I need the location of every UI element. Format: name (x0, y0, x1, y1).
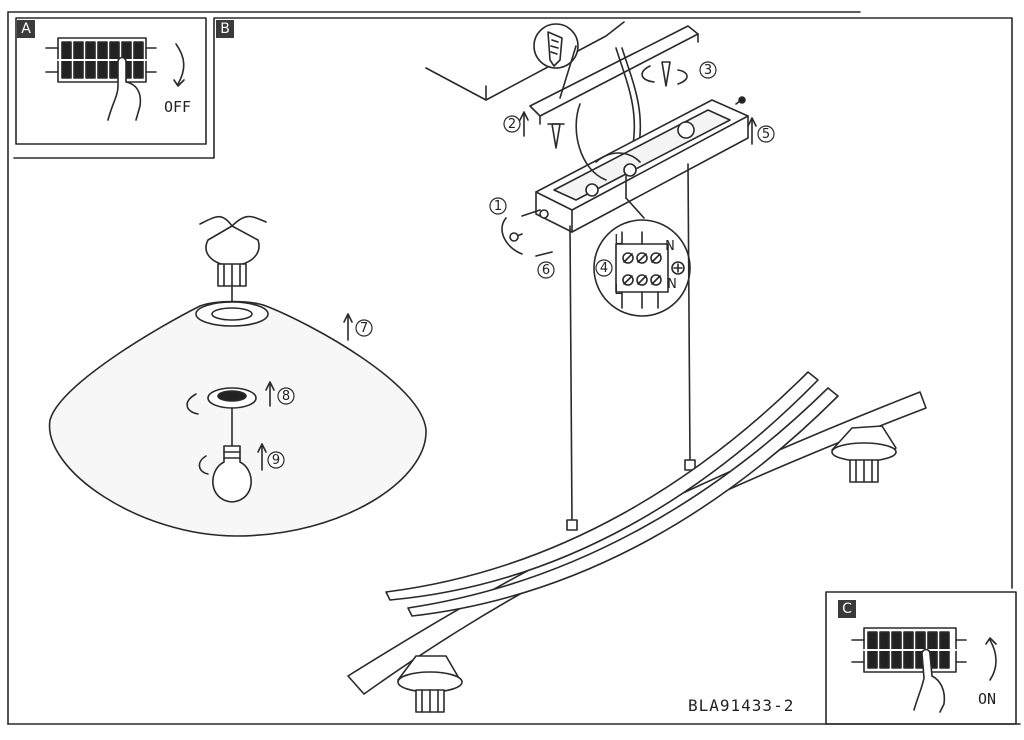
cable (615, 47, 636, 151)
frame-lines (7, 11, 1021, 725)
breaker-switches (57, 41, 147, 79)
panel-a-breaker-off (45, 37, 185, 121)
ground-icon (671, 261, 685, 275)
ceiling-mount (425, 21, 699, 151)
canopy-box (501, 96, 749, 257)
rotate-arrow-icon (175, 43, 185, 85)
panel-a-tag: A (17, 20, 35, 38)
suspension-wires (566, 163, 696, 531)
hand-icon (107, 56, 142, 121)
terminal-top-left: L (614, 233, 622, 248)
step-5: 5 (762, 127, 770, 142)
on-label: ON (978, 690, 997, 708)
step-1: 1 (494, 199, 502, 214)
glass-shade (48, 300, 427, 537)
rotate-arrow-icon (989, 639, 997, 681)
step-7: 7 (360, 321, 368, 336)
cable (575, 103, 607, 181)
fixture-arm (407, 387, 839, 617)
fixture-shade-right (831, 425, 897, 483)
step-markers: 1 2 3 4 5 6 7 8 9 (267, 61, 775, 469)
glass-shade-assembly (48, 215, 427, 537)
screw-icon (551, 123, 561, 149)
step-3: 3 (704, 63, 712, 78)
step-4: 4 (600, 261, 608, 276)
rotate-arrow-icon (501, 217, 523, 255)
step-6: 6 (542, 263, 550, 278)
terminal-bottom-right: N (667, 277, 677, 292)
socket-cap (205, 225, 260, 267)
rotate-arrow-icon (186, 393, 199, 415)
wall-plug-icon (547, 31, 563, 67)
step-9: 9 (272, 453, 280, 468)
terminal-top-right: N (665, 239, 675, 254)
fixture-shade-left (397, 655, 463, 713)
fixture-arms (347, 371, 927, 695)
terminal-labels: L N L N (614, 233, 676, 298)
fixture-arm (385, 371, 819, 601)
panel-b-tag: B (216, 20, 234, 38)
part-code: BLA91433-2 (688, 696, 795, 715)
terminal-bottom-left: L (614, 283, 622, 298)
breaker-switches (863, 631, 957, 669)
step-2: 2 (508, 117, 516, 132)
screw-icon (661, 61, 671, 87)
terminal-block-detail (593, 175, 691, 317)
light-bulb-icon (212, 445, 252, 503)
panel-c-breaker-on (851, 627, 997, 713)
rotate-arrow-icon (198, 455, 209, 475)
rotate-arrow-icon (641, 65, 655, 83)
off-label: OFF (164, 98, 192, 116)
hand-icon (913, 648, 946, 713)
step-8: 8 (282, 389, 290, 404)
panel-c-tag: C (838, 600, 856, 618)
step-arrows (257, 111, 757, 471)
